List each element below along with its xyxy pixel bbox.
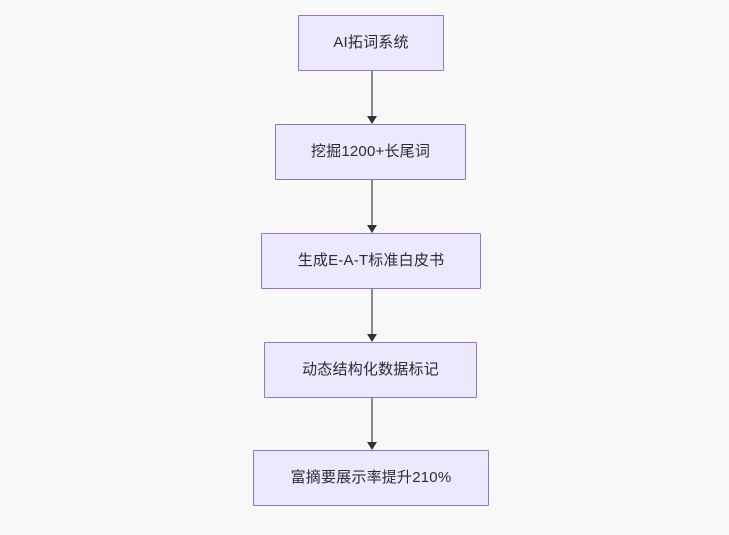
edge-line <box>371 180 373 225</box>
flow-node-n3[interactable]: 生成E-A-T标准白皮书 <box>261 233 481 289</box>
flow-node-n4[interactable]: 动态结构化数据标记 <box>264 342 477 398</box>
flow-node-n1[interactable]: AI拓词系统 <box>298 15 444 71</box>
flow-node-label: AI拓词系统 <box>333 34 409 51</box>
arrowhead-down-icon <box>367 334 377 342</box>
flow-node-label: 富摘要展示率提升210% <box>290 469 452 486</box>
flow-node-label: 动态结构化数据标记 <box>302 361 439 378</box>
flow-node-label: 挖掘1200+长尾词 <box>310 143 431 160</box>
edge-line <box>371 71 373 116</box>
edge-line <box>371 398 373 442</box>
flow-node-n5[interactable]: 富摘要展示率提升210% <box>253 450 489 506</box>
arrowhead-down-icon <box>367 442 377 450</box>
arrowhead-down-icon <box>367 225 377 233</box>
arrowhead-down-icon <box>367 116 377 124</box>
flow-node-label: 生成E-A-T标准白皮书 <box>297 252 445 269</box>
flow-node-n2[interactable]: 挖掘1200+长尾词 <box>275 124 466 180</box>
edge-line <box>371 289 373 334</box>
